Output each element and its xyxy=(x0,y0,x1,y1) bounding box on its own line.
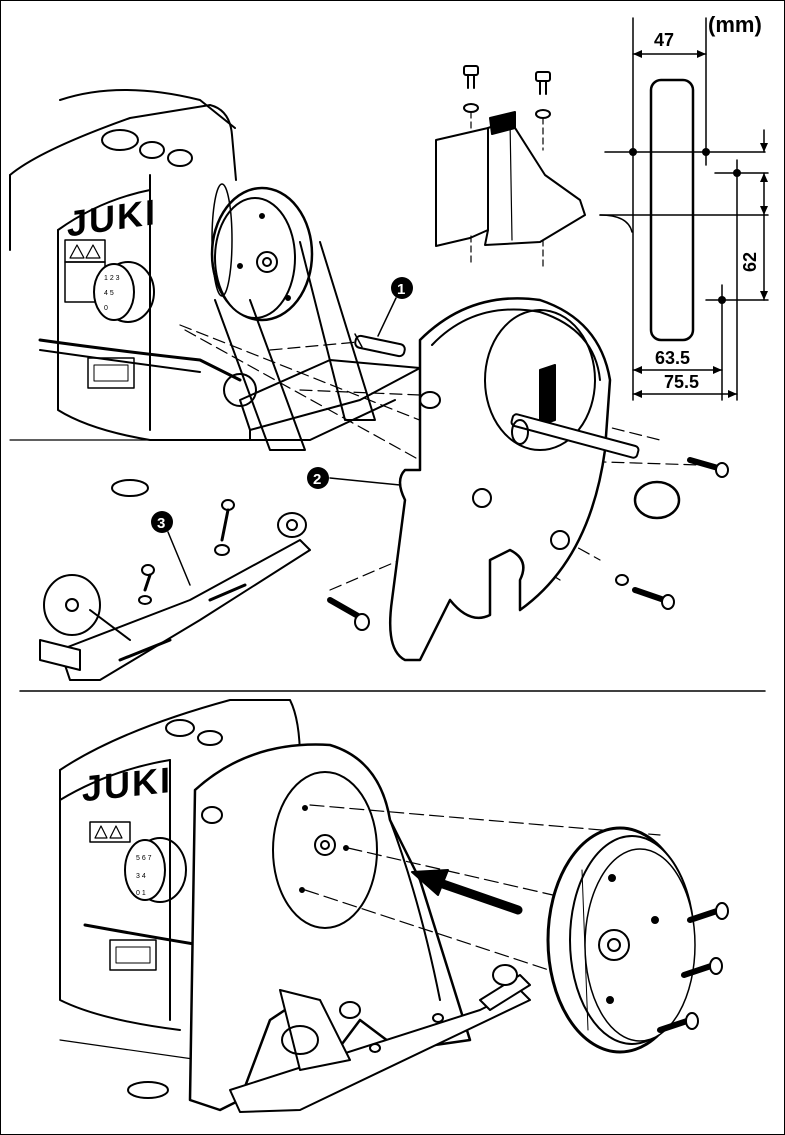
machine-head-bottom: JUKI 5 6 7 3 4 0 1 xyxy=(59,699,301,1099)
base-plate-assembled xyxy=(229,964,531,1113)
dim-vertical: 62 xyxy=(740,252,760,272)
screw-icon xyxy=(327,597,370,631)
unit-label: (mm) xyxy=(708,12,762,37)
handwheel-detached xyxy=(546,826,729,1054)
screw-icon xyxy=(687,902,729,923)
dim-inner-width: 63.5 xyxy=(655,348,690,368)
callout-3: 3 xyxy=(151,511,191,586)
dim-outer-width: 75.5 xyxy=(664,372,699,392)
arrow-icon xyxy=(411,869,523,915)
callout-1-label: 1 xyxy=(397,281,405,298)
dimension-template: 47 62 63.5 75.5 xyxy=(599,17,769,401)
callout-2: 2 xyxy=(307,467,401,489)
callout-2-label: 2 xyxy=(313,471,321,488)
handwheel-pulley xyxy=(210,183,314,322)
callout-1: 1 xyxy=(377,277,413,337)
svg-text:3 4: 3 4 xyxy=(136,873,146,880)
machine-head-top: JUKI 1 2 3 4 5 0 xyxy=(9,89,421,497)
callout-3-label: 3 xyxy=(157,515,165,532)
bobbin-winder-plate xyxy=(39,499,311,681)
svg-text:5 6 7: 5 6 7 xyxy=(136,855,152,862)
brand-label: JUKI xyxy=(67,191,157,244)
stitch-dial: 1 2 3 4 5 0 xyxy=(93,261,155,323)
belt-cover xyxy=(327,297,729,662)
dim-top-width: 47 xyxy=(654,30,674,50)
svg-text:0: 0 xyxy=(104,305,108,312)
screw-icon xyxy=(687,457,729,478)
pin-part xyxy=(354,333,406,358)
svg-text:4 5: 4 5 xyxy=(104,290,114,297)
belt-guard-bracket xyxy=(435,65,586,271)
screw-icon xyxy=(615,574,675,610)
brand-label-bottom: JUKI xyxy=(82,759,172,809)
svg-text:0 1: 0 1 xyxy=(136,890,146,897)
screw-icon xyxy=(657,1012,699,1033)
svg-text:1 2 3: 1 2 3 xyxy=(104,275,120,282)
screw-icon xyxy=(681,957,723,978)
